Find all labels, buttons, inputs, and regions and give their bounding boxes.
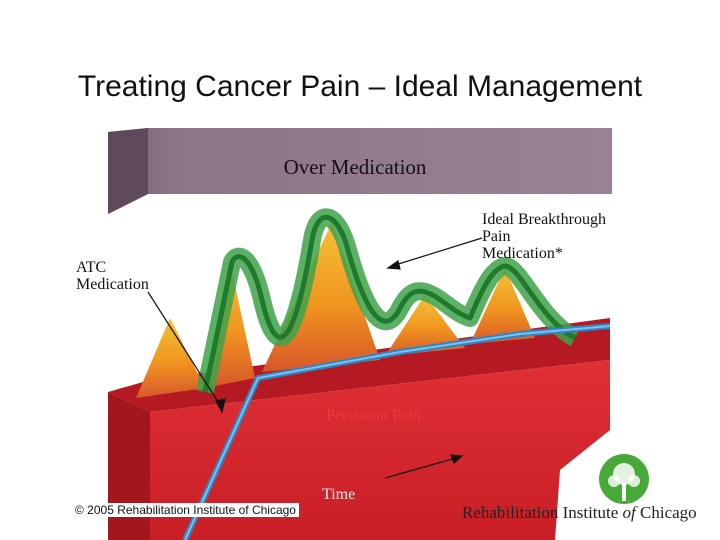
pointer-arrows bbox=[147, 237, 483, 479]
time-axis-label: Time bbox=[322, 486, 356, 503]
copyright-notice: © 2005 Rehabilitation Institute of Chica… bbox=[72, 503, 299, 517]
org-name-prefix: Rehabilitation Institute bbox=[462, 503, 623, 522]
persistent-pain-label: Persistent Pain bbox=[326, 407, 421, 424]
atc-medication-line bbox=[182, 323, 611, 540]
over-medication-band bbox=[108, 128, 612, 214]
over-medication-label: Over Medication bbox=[283, 155, 427, 179]
slide-title: Treating Cancer Pain – Ideal Management bbox=[77, 70, 643, 103]
tree-logo-icon bbox=[599, 454, 649, 504]
breakthrough-medication-ribbon bbox=[196, 208, 580, 394]
ideal-breakthrough-label: Ideal Breakthrough Pain Medication* bbox=[482, 211, 606, 262]
org-name-italic: of bbox=[622, 503, 636, 522]
atc-medication-label: ATC Medication bbox=[76, 259, 149, 293]
organization-name: Rehabilitation Institute of Chicago bbox=[462, 503, 697, 523]
org-name-suffix: Chicago bbox=[635, 503, 697, 522]
